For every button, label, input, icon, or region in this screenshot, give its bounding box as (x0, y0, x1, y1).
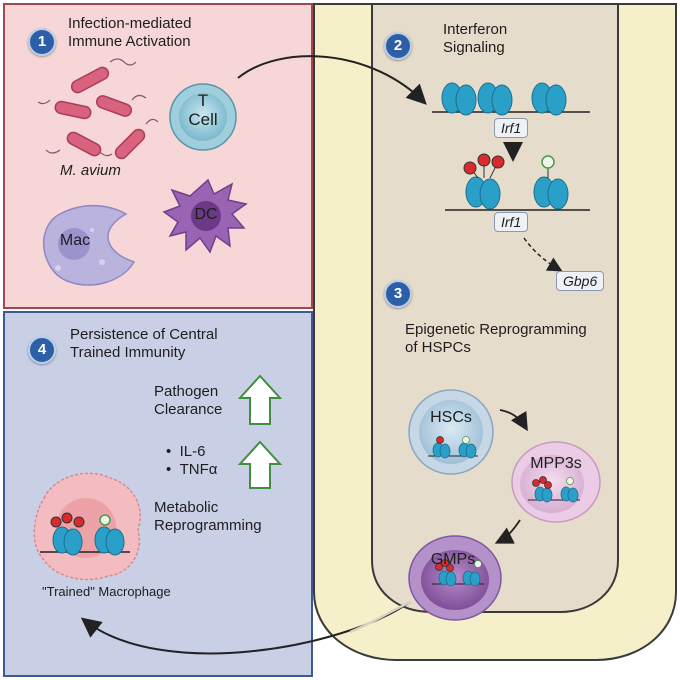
bullet-il6-text: IL-6 (179, 443, 206, 460)
nucleosome-icon (432, 82, 590, 116)
gene-irf1-label: Irf1 (494, 118, 529, 138)
panel-4-number: 4 (28, 336, 56, 364)
gene-gbp6-label: Gbp6 (556, 271, 605, 291)
panel-3-number: 3 (384, 280, 412, 308)
pathogen-label: M. avium (60, 162, 121, 179)
trained-macrophage-label: "Trained" Macrophage (42, 584, 171, 599)
panel-1-title-line2: Immune Activation (68, 33, 191, 50)
cell-icon (408, 389, 494, 475)
nucleosome-icon (428, 442, 580, 587)
t-cell-icon (169, 83, 237, 151)
nucleosome-icon (445, 176, 590, 211)
hsc-label: HSCs (430, 409, 472, 426)
outcome-pathogen-line1: Pathogen (154, 383, 219, 400)
outcome-metabolic-line2: Reprogramming (154, 517, 262, 534)
bullet-tnf: • TNFα (166, 461, 218, 478)
gmp-label: GMPs (430, 551, 476, 568)
t-cell-label-line2: Cell (188, 110, 218, 129)
trained-macrophage-icon (33, 472, 141, 581)
panel-2-title-line2: Signaling (443, 39, 505, 56)
bacterium-icon (54, 66, 146, 160)
methyl-mark (435, 436, 574, 572)
bullet-tnf-text: TNFα (179, 461, 218, 478)
mac-label: Mac (59, 232, 91, 249)
panel-1-number: 1 (28, 28, 56, 56)
methyl-mark (463, 153, 555, 179)
panel-4-title-line2: Trained Immunity (70, 344, 186, 361)
arrow-panel1-to-2 (237, 55, 427, 105)
bullet-il6: • IL-6 (166, 443, 206, 460)
dc-label: DC (194, 206, 218, 223)
cell-icon (511, 441, 601, 523)
macrophage-icon (42, 204, 136, 286)
dendritic-cell-icon (162, 178, 248, 254)
panel-1-title-line1: Infection-mediated (68, 15, 192, 32)
outcome-pathogen-line2: Clearance (154, 401, 223, 418)
mpp3-label: MPP3s (530, 455, 582, 472)
up-arrow-icon (237, 374, 283, 425)
panel-3-title-line2: of HSPCs (405, 339, 471, 356)
panel-4-title-line1: Persistence of Central (70, 326, 218, 343)
panel-2-title-line1: Interferon (443, 21, 508, 38)
panel-3-title-line1: Epigenetic Reprogramming (405, 321, 587, 338)
panel-2-number: 2 (384, 32, 412, 60)
gene-irf1-label-2: Irf1 (494, 212, 529, 232)
outcome-metabolic-line1: Metabolic (154, 499, 219, 516)
t-cell-label-line1: T (197, 91, 209, 110)
up-arrow-icon (237, 440, 283, 489)
